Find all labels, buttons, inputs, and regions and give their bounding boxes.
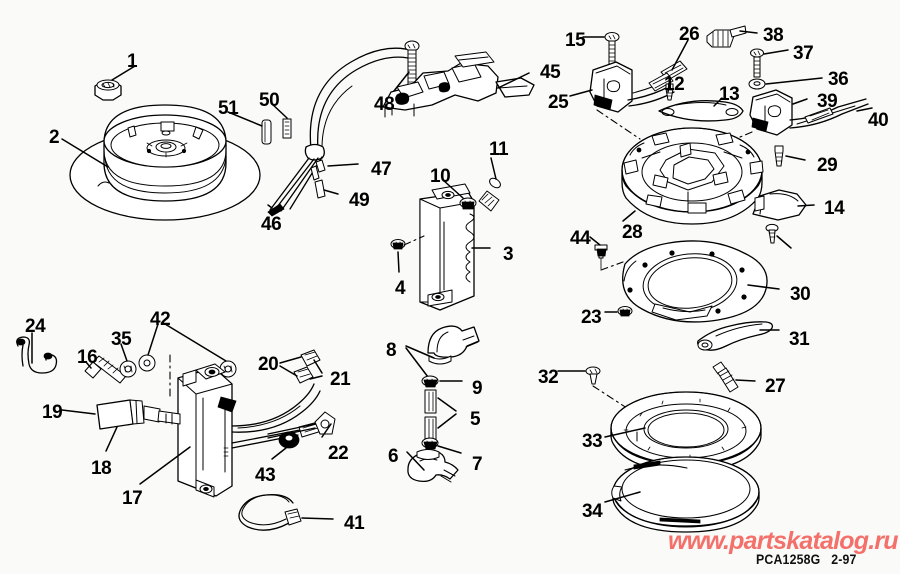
- part-22-terminal: [267, 411, 336, 439]
- part-29-screw: [774, 145, 784, 167]
- callout-50: 50: [259, 90, 280, 111]
- part-9-terminal: [421, 375, 439, 388]
- callout-32: 32: [538, 367, 559, 388]
- callout-46: 46: [261, 214, 282, 235]
- callout-27: 27: [765, 376, 786, 397]
- callout-45: 45: [540, 62, 561, 83]
- part-23-nut: [617, 306, 633, 317]
- callout-4: 4: [395, 278, 406, 299]
- callout-44: 44: [570, 228, 591, 249]
- callout-33: 33: [582, 431, 603, 452]
- part-39-sensor-coil: [749, 89, 869, 136]
- part-41-cable-strap: [238, 494, 302, 531]
- callout-26: 26: [679, 24, 700, 45]
- callout-14: 14: [824, 198, 845, 219]
- part-11-screw: [478, 177, 501, 212]
- callout-18: 18: [91, 458, 112, 479]
- callout-15: 15: [565, 30, 586, 51]
- part-7-terminal: [421, 437, 439, 450]
- callout-23: 23: [581, 307, 602, 328]
- callout-35: 35: [111, 329, 132, 350]
- part-46-wiring-harness: [267, 47, 417, 217]
- callout-51: 51: [218, 98, 239, 119]
- part-36-washer: [748, 78, 766, 90]
- part-43-grommet: [278, 431, 300, 449]
- document-id-footer: PCA1258G 2-97: [756, 551, 857, 567]
- callout-43: 43: [255, 465, 276, 486]
- callout-7: 7: [472, 454, 483, 475]
- site-watermark: www.partskatalog.ru: [668, 527, 899, 555]
- part-14-cam-follower: [752, 189, 807, 221]
- part-24-retaining-clip: [16, 336, 58, 374]
- callout-48: 48: [374, 94, 395, 115]
- callout-12-upper: 12: [664, 74, 685, 95]
- callout-31: 31: [789, 329, 810, 350]
- part-1-flywheel-nut: [94, 79, 122, 101]
- callout-25: 25: [548, 92, 569, 113]
- ignition-leads: [217, 383, 326, 449]
- part-28-armature-plate: [621, 127, 764, 225]
- callout-16: 16: [77, 347, 98, 368]
- callout-3: 3: [503, 244, 514, 265]
- part-20-21-cable-ties: [293, 349, 321, 384]
- callout-19: 19: [42, 402, 63, 423]
- part-33-ring-gear: [610, 391, 762, 472]
- callout-1: 1: [127, 51, 138, 72]
- callout-49: 49: [349, 190, 370, 211]
- callout-11: 11: [489, 139, 509, 160]
- part-34-retainer-ring: [611, 456, 760, 533]
- part-13-retainer-strap: [658, 100, 744, 122]
- part-30-base-plate: [622, 240, 768, 323]
- part-37-sensor-screw: [750, 48, 764, 78]
- callout-22: 22: [328, 443, 349, 464]
- part-10-lock-washer: [459, 197, 477, 210]
- part-38-bullet-connector: [706, 25, 747, 48]
- callout-21: 21: [330, 369, 351, 390]
- part-32-screw: [585, 366, 601, 385]
- callout-13: 13: [719, 84, 740, 105]
- part-5-sleeves: [424, 389, 437, 441]
- callout-10: 10: [430, 166, 451, 187]
- callout-37: 37: [793, 43, 814, 64]
- part-44-fitting: [594, 244, 608, 270]
- part-3-power-pack: [419, 183, 475, 311]
- callout-24: 24: [25, 316, 46, 337]
- callout-36: 36: [828, 69, 849, 90]
- part-17-ignition-coil: [177, 363, 233, 498]
- callout-2: 2: [49, 127, 60, 148]
- part-42-nuts: [138, 354, 237, 378]
- callout-42: 42: [150, 309, 171, 330]
- part-51-drive-pin: [261, 119, 272, 145]
- callout-6: 6: [388, 446, 399, 467]
- callout-20: 20: [258, 354, 279, 375]
- part-6-boot-lower: [407, 449, 459, 483]
- callout-5: 5: [470, 409, 481, 430]
- part-45-timer-base-bracket: [382, 51, 535, 118]
- part-16-coil-bolt: [84, 355, 127, 384]
- callout-28: 28: [622, 222, 643, 243]
- callout-41: 41: [344, 513, 365, 534]
- callout-9: 9: [472, 378, 483, 399]
- part-27-screw: [712, 361, 739, 393]
- callout-8: 8: [386, 340, 397, 361]
- part-4-lower-screw: [390, 239, 406, 250]
- callout-17: 17: [122, 488, 143, 509]
- part-18-19-spark-plug-cap: [96, 399, 181, 430]
- part-35-washer: [119, 360, 137, 378]
- callout-30: 30: [790, 284, 811, 305]
- callout-29: 29: [817, 155, 838, 176]
- callout-34: 34: [582, 501, 603, 522]
- part-31-throttle-link: [697, 321, 774, 351]
- part-50-woodruff-key: [282, 118, 292, 139]
- callout-40: 40: [868, 110, 889, 131]
- part-12-lower-screw: [765, 223, 779, 244]
- callout-39: 39: [817, 91, 838, 112]
- callout-47: 47: [371, 159, 392, 180]
- part-8-boot-upper: [427, 325, 480, 365]
- callout-38: 38: [763, 25, 784, 46]
- part-2-flywheel: [69, 104, 261, 221]
